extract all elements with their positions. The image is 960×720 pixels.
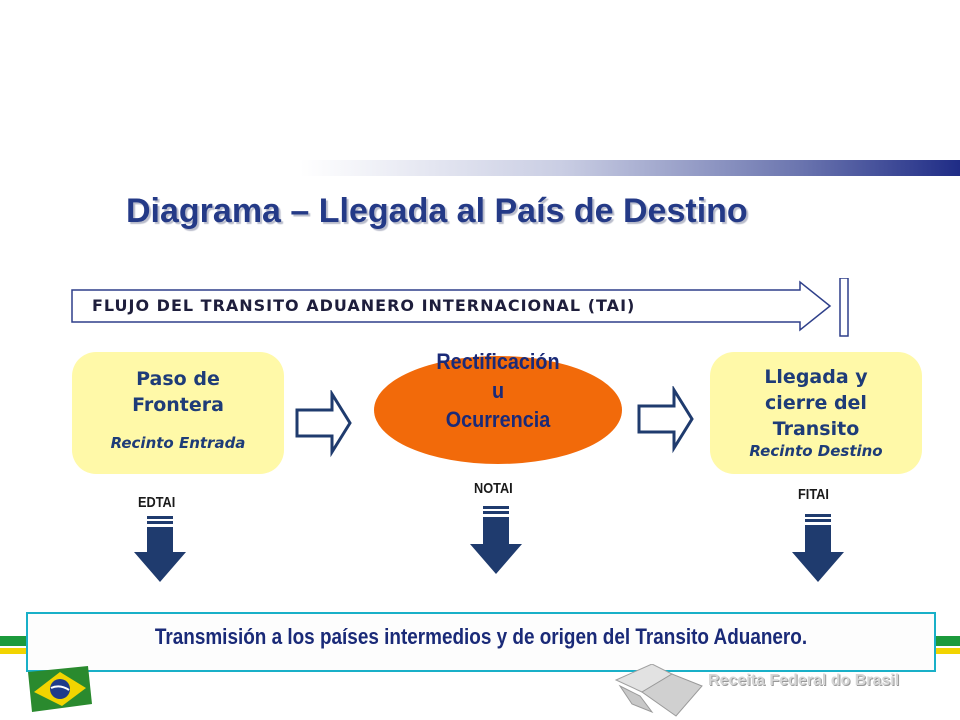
- flow-label: FLUJO DEL TRANSITO ADUANERO INTERNACIONA…: [92, 296, 636, 315]
- rectification-label: Rectificación u Ocurrencia: [392, 347, 604, 434]
- rectification-line-1: Rectificación: [436, 349, 560, 374]
- down-arrow-3: [792, 514, 844, 582]
- border-crossing-subtitle: Recinto Entrada: [110, 434, 246, 452]
- flow-end-bar: [839, 278, 849, 337]
- code-edtai: EDTAI: [138, 494, 176, 511]
- rectification-line-2: u: [491, 378, 505, 403]
- down-arrow-1: [134, 516, 186, 582]
- code-fitai: FITAI: [798, 486, 829, 503]
- rectification-line-3: Ocurrencia: [445, 407, 551, 432]
- border-crossing-box: Paso de Frontera Recinto Entrada: [72, 352, 284, 474]
- flow-arrow-shape: [71, 280, 832, 332]
- arrival-closure-title-3: Transito: [772, 418, 860, 440]
- header-gradient-bar: [300, 160, 960, 176]
- arrival-closure-title-2: cierre del: [765, 392, 867, 414]
- down-arrow-2: [470, 506, 522, 574]
- arrival-closure-title-1: Llegada y: [764, 366, 868, 388]
- flow-arrow: [71, 278, 849, 337]
- receita-emblem-icon: [614, 664, 703, 717]
- transmission-text: Transmisión a los países intermedios y d…: [154, 624, 808, 649]
- arrival-closure-box: Llegada y cierre del Transito Recinto De…: [710, 352, 922, 474]
- receita-federal-text: Receita Federal do Brasil: [708, 672, 900, 689]
- arrival-closure-subtitle: Recinto Destino: [749, 442, 883, 460]
- code-notai: NOTAI: [474, 480, 513, 497]
- transmission-banner: [26, 612, 936, 672]
- flow-right-arrow-1: [295, 390, 352, 458]
- page-title: Diagrama – Llegada al País de Destino: [126, 192, 748, 230]
- brazil-flag-icon: [28, 666, 92, 712]
- flow-right-arrow-2: [637, 386, 694, 454]
- rectification-ellipse: [374, 356, 622, 464]
- border-crossing-title-1: Paso de: [136, 368, 220, 390]
- border-crossing-title-2: Frontera: [132, 394, 224, 416]
